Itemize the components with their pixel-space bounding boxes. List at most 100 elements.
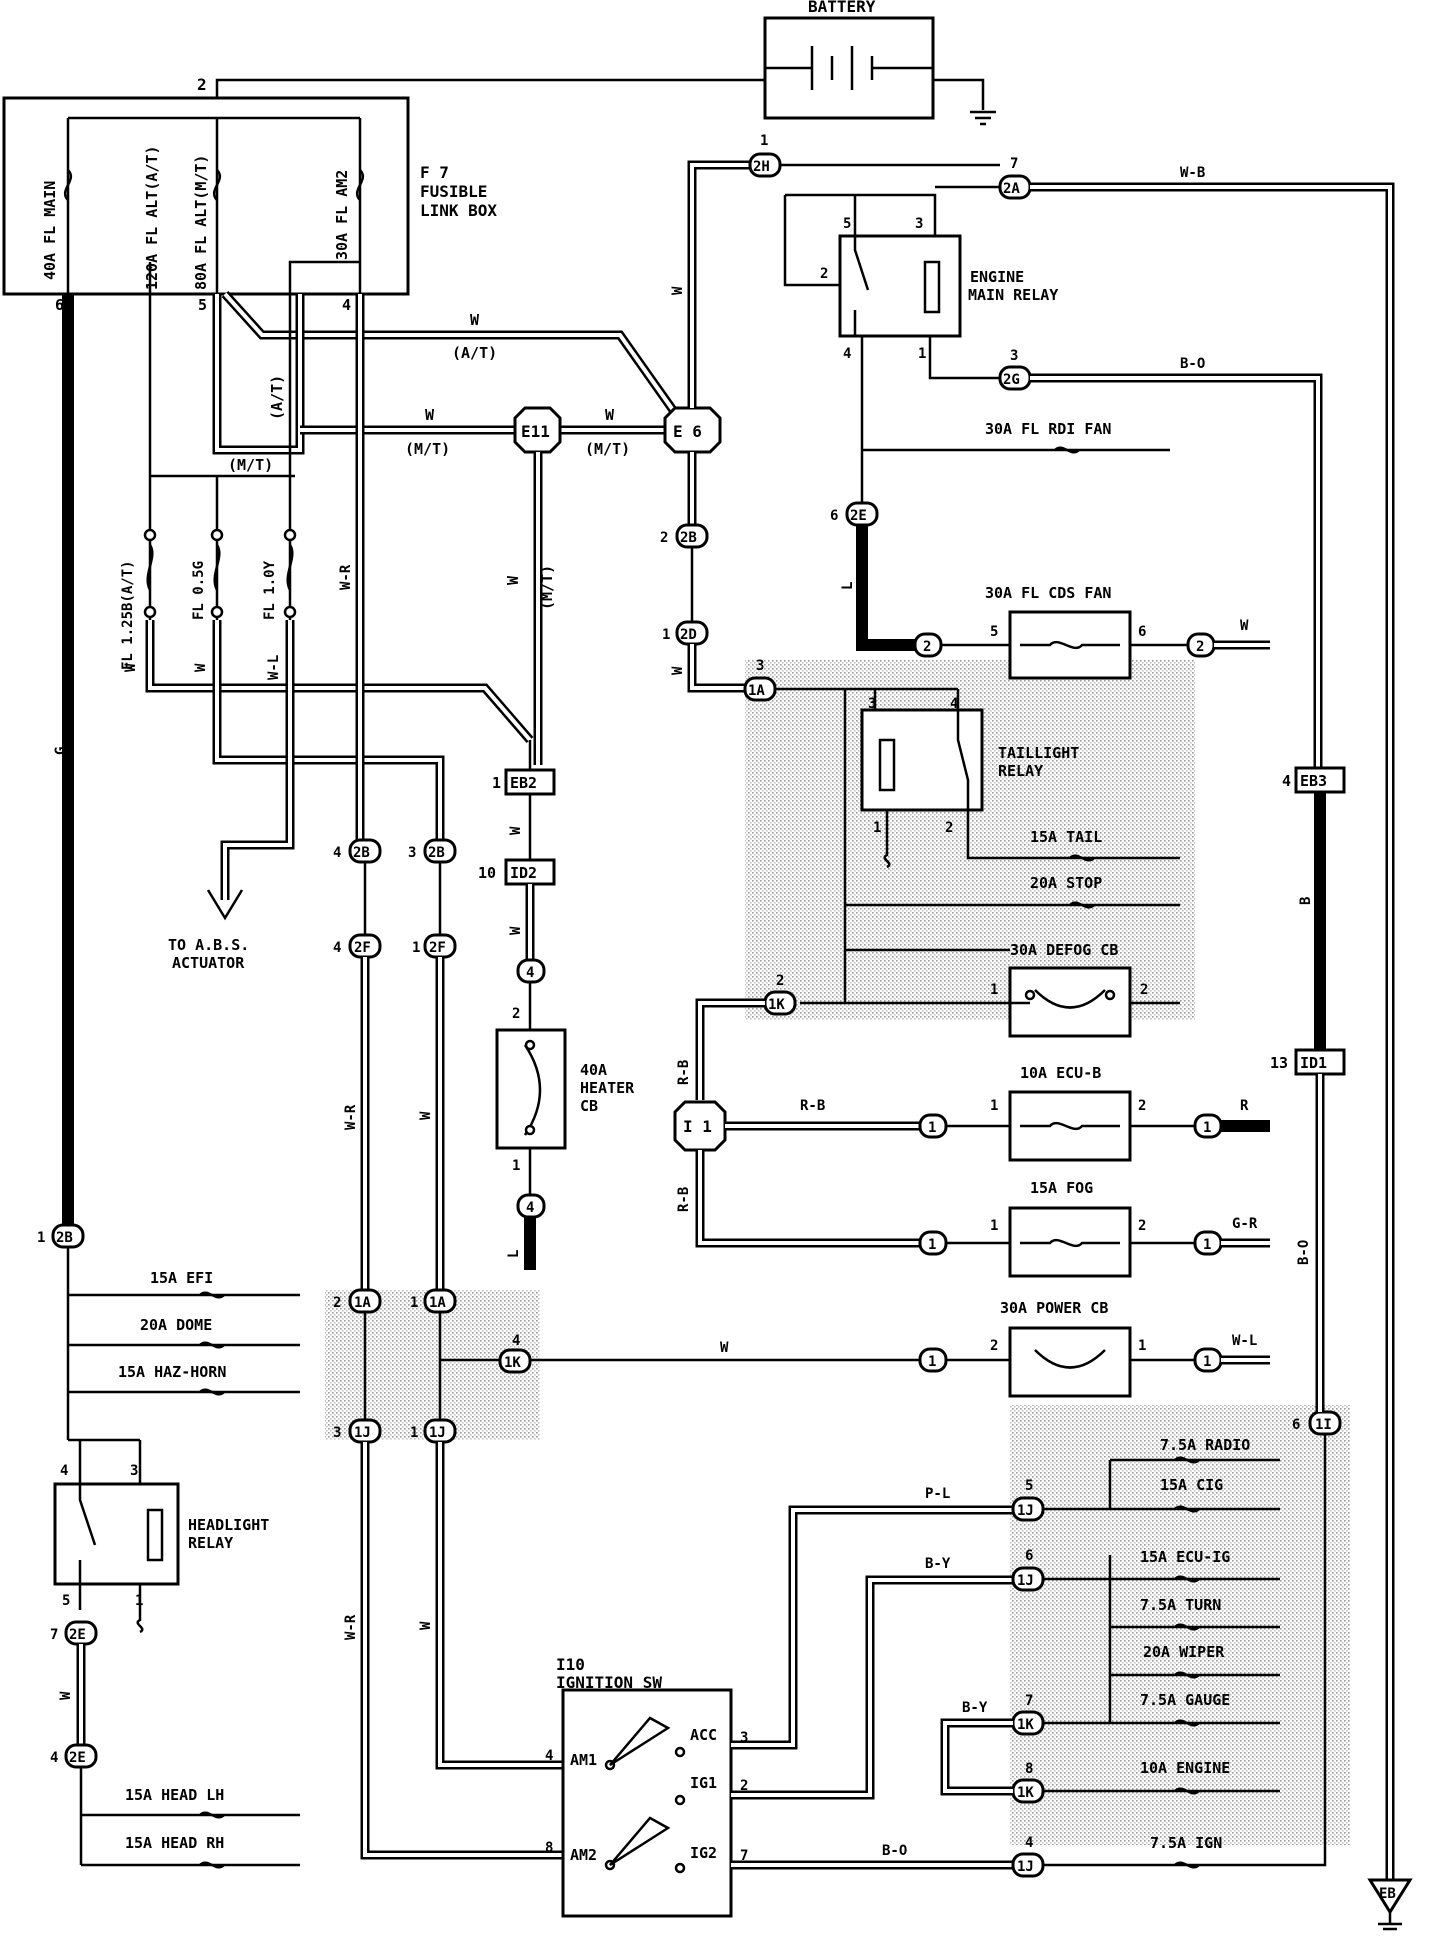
connector-label: 2E [69, 1750, 86, 1766]
pin-label: 3 [868, 696, 876, 712]
pin-label: 1 [492, 774, 501, 792]
connector-label: 2B [353, 845, 370, 861]
pin-label: 6 [1025, 1548, 1033, 1564]
wire-color-label: W [605, 406, 615, 424]
terminal-label: AM1 [570, 1751, 597, 1769]
wire-label: (M/T) [405, 440, 450, 458]
wire-color-label: W [193, 663, 209, 672]
wire-color-label: W-L [1232, 1333, 1257, 1349]
wire-color-label: P-L [925, 1486, 950, 1502]
fuse-label: 15A CIG [1160, 1476, 1223, 1494]
connector-label: 1 [928, 1237, 936, 1253]
battery-ground-symbol [970, 110, 996, 126]
pin-label: 7 [1010, 156, 1018, 172]
terminal-label: IG1 [690, 1774, 717, 1792]
connector-label: 1A [748, 683, 765, 699]
wire-color-label: B-Y [925, 1556, 951, 1572]
connector-label: 2G [1003, 372, 1020, 388]
pin-label: 4 [843, 346, 851, 362]
heater-label: 40A [580, 1061, 607, 1079]
pin-label: 4 [1282, 772, 1291, 790]
connector-label: 1 [928, 1354, 936, 1370]
pin-label: 3 [408, 845, 416, 861]
pin-label: 2 [945, 820, 953, 836]
fuse-label: 7.5A RADIO [1160, 1436, 1250, 1454]
pin-label: 2 [333, 1295, 341, 1311]
pin-label: 2 [990, 1338, 998, 1354]
component-id: I10 [556, 1655, 585, 1674]
cb-label: 30A POWER CB [1000, 1299, 1108, 1317]
connector-label: 4 [526, 1200, 534, 1216]
wire-color-label: W [720, 1340, 729, 1356]
pin-label: 4 [333, 845, 341, 861]
fusible-label: FUSIBLE [420, 182, 487, 201]
pin-label: 4 [342, 296, 351, 314]
connector-label: 1K [504, 1355, 521, 1371]
pin-label: 8 [545, 1840, 553, 1856]
wire-color-label: W [670, 666, 686, 675]
pin-label: 4 [50, 1750, 58, 1766]
fuse-label: 15A ECU-IG [1140, 1548, 1230, 1566]
heater-label: HEATER [580, 1079, 635, 1097]
pin-label: 3 [333, 1425, 341, 1441]
wire-color-label: B-O [1296, 1240, 1312, 1265]
pin-label: 1 [1138, 1338, 1146, 1354]
terminal-label: AM2 [570, 1846, 597, 1864]
fuse-head-lh [81, 1811, 300, 1819]
pin-label: 4 [512, 1333, 520, 1349]
wire-color-label: L [840, 582, 856, 590]
pin-label: 7 [740, 1848, 748, 1864]
connector-label: 1J [1017, 1859, 1034, 1875]
connector-label: 1 [1203, 1120, 1211, 1136]
wire-color-label: W [425, 406, 435, 424]
pin-label: 4 [333, 940, 341, 956]
connector-label: ID2 [510, 864, 537, 882]
fuse-label: 30A FL CDS FAN [985, 584, 1111, 602]
pin-label: 2 [776, 973, 784, 989]
pin-label: 1 [990, 1098, 998, 1114]
connector-label: E11 [521, 422, 550, 441]
connector-e11 [513, 406, 562, 454]
fusible-link-small-1 [143, 528, 157, 619]
fuse-label: 15A HEAD LH [125, 1786, 224, 1804]
connector-label: 2F [354, 940, 371, 956]
fl-alt-mt-label: 80A FL ALT(M/T) [192, 155, 210, 290]
fuse-ign [1110, 1861, 1280, 1869]
cb-label: 30A DEFOG CB [1010, 941, 1118, 959]
connector-label: 1 [1203, 1237, 1211, 1253]
pin-label: 1 [873, 820, 881, 836]
pin-label: 1 [410, 1295, 418, 1311]
fuse-gauge [1110, 1719, 1280, 1727]
pin-label: 1 [412, 940, 420, 956]
fuse-efi [68, 1291, 300, 1299]
connector-label: ID1 [1300, 1054, 1327, 1072]
fuse-label: 10A ENGINE [1140, 1759, 1230, 1777]
fusible-label: FL 1.0Y [262, 560, 278, 620]
connector-label: 1 [1203, 1354, 1211, 1370]
pin-label: 5 [843, 216, 851, 232]
fuse-label: 7.5A TURN [1140, 1596, 1221, 1614]
pin-label: 2 [660, 530, 668, 546]
relay-label: MAIN RELAY [968, 286, 1058, 304]
fl-main-label: 40A FL MAIN [41, 181, 59, 280]
wire-color-label: W [418, 1111, 434, 1120]
component-label: IGNITION SW [556, 1673, 662, 1692]
fuse-label: 20A WIPER [1143, 1643, 1225, 1661]
connector-label: 2 [1196, 639, 1204, 655]
connector-label: 1J [1017, 1573, 1034, 1589]
connector-label: 2E [850, 508, 867, 524]
connector-label: 1 [928, 1120, 936, 1136]
fuse-label: 20A STOP [1030, 874, 1102, 892]
fuse-haz-horn [68, 1388, 300, 1396]
fuse-label: 10A ECU-B [1020, 1064, 1101, 1082]
terminal-label: ACC [690, 1726, 717, 1744]
connector-label: 2A [1003, 181, 1020, 197]
abs-label: TO A.B.S. [168, 936, 249, 954]
pin-label: 6 [1292, 1417, 1300, 1433]
fuse-label: 15A EFI [150, 1269, 213, 1287]
wire-color-label: W-R [343, 1104, 359, 1130]
pin-label: 1 [37, 1230, 45, 1246]
pin-label: 7 [50, 1627, 58, 1643]
relay-label: RELAY [998, 762, 1043, 780]
